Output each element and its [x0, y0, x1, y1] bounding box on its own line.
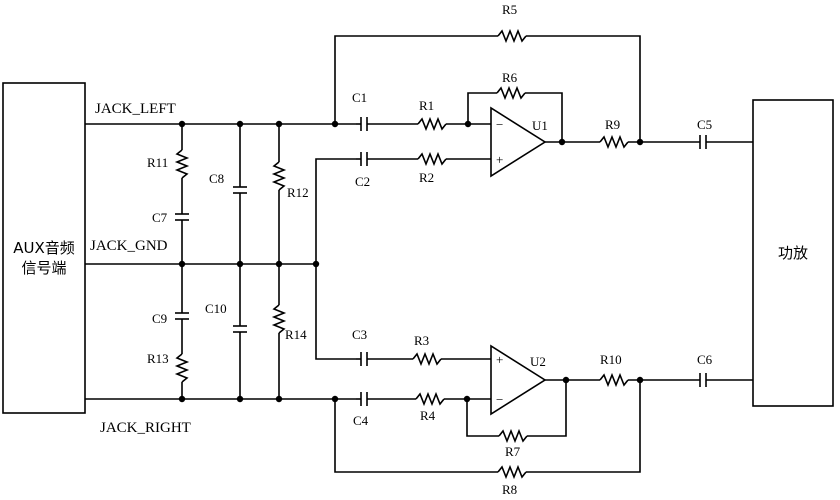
label-c1: C1 [352, 90, 367, 105]
label-r4: R4 [420, 408, 436, 423]
label-r13: R13 [147, 351, 169, 366]
aux-label-line1: AUX音频 [13, 239, 75, 257]
u1-minus-sign: − [496, 117, 503, 132]
resistor-r2 [417, 151, 447, 167]
gnd-reference-wires [315, 158, 356, 360]
label-r1: R1 [419, 98, 434, 113]
bias-resistor-branch [271, 124, 287, 399]
u1-plus-sign: + [496, 152, 503, 167]
amplifier-label: 功放 [778, 244, 808, 262]
label-r2: R2 [419, 170, 434, 185]
resistor-r6 [496, 85, 526, 101]
resistor-r12 [271, 161, 287, 191]
label-c8: C8 [209, 171, 224, 186]
label-r5: R5 [502, 2, 517, 17]
label-c3: C3 [352, 327, 367, 342]
label-r6: R6 [502, 70, 518, 85]
resistor-r8 [497, 464, 527, 480]
label-u2: U2 [530, 354, 546, 369]
lower-channel [334, 344, 753, 480]
resistor-r13 [174, 353, 190, 383]
label-c5: C5 [697, 117, 712, 132]
left-divider-branch [174, 124, 190, 399]
label-r11: R11 [147, 155, 168, 170]
label-r9: R9 [605, 117, 620, 132]
u2-minus-sign: − [496, 392, 503, 407]
label-c6: C6 [697, 352, 713, 367]
net-label-jack-right: JACK_RIGHT [100, 420, 191, 436]
net-label-jack-left: JACK_LEFT [95, 101, 176, 117]
net-label-jack-gnd: JACK_GND [90, 238, 168, 254]
label-r7: R7 [505, 444, 521, 459]
aux-audio-source-block: AUX音频 信号端 [2, 82, 86, 414]
resistor-r3 [412, 351, 442, 367]
filter-cap-branch [233, 124, 247, 399]
resistor-r9 [599, 134, 629, 150]
label-u1: U1 [532, 118, 548, 133]
label-r3: R3 [414, 333, 429, 348]
label-c4: C4 [353, 413, 369, 428]
label-c7: C7 [152, 210, 168, 225]
resistor-r4 [415, 391, 445, 407]
opamp-u2 [490, 344, 547, 416]
label-r10: R10 [600, 352, 622, 367]
u2-plus-sign: + [496, 352, 503, 367]
label-c2: C2 [355, 174, 370, 189]
resistor-r1 [417, 116, 447, 132]
upper-channel [334, 28, 753, 178]
label-c10: C10 [205, 301, 227, 316]
resistor-r11 [174, 149, 190, 179]
resistor-r5 [497, 28, 527, 44]
label-r12: R12 [287, 185, 309, 200]
label-r14: R14 [285, 327, 307, 342]
label-r8: R8 [502, 482, 517, 497]
junction-dots [178, 120, 644, 403]
aux-label-line2: 信号端 [21, 259, 66, 277]
resistor-r7 [498, 428, 528, 444]
label-c9: C9 [152, 311, 167, 326]
resistor-r14 [271, 304, 287, 334]
resistor-r10 [599, 372, 629, 388]
amplifier-block: 功放 [752, 99, 834, 407]
opamp-u1 [490, 106, 547, 178]
